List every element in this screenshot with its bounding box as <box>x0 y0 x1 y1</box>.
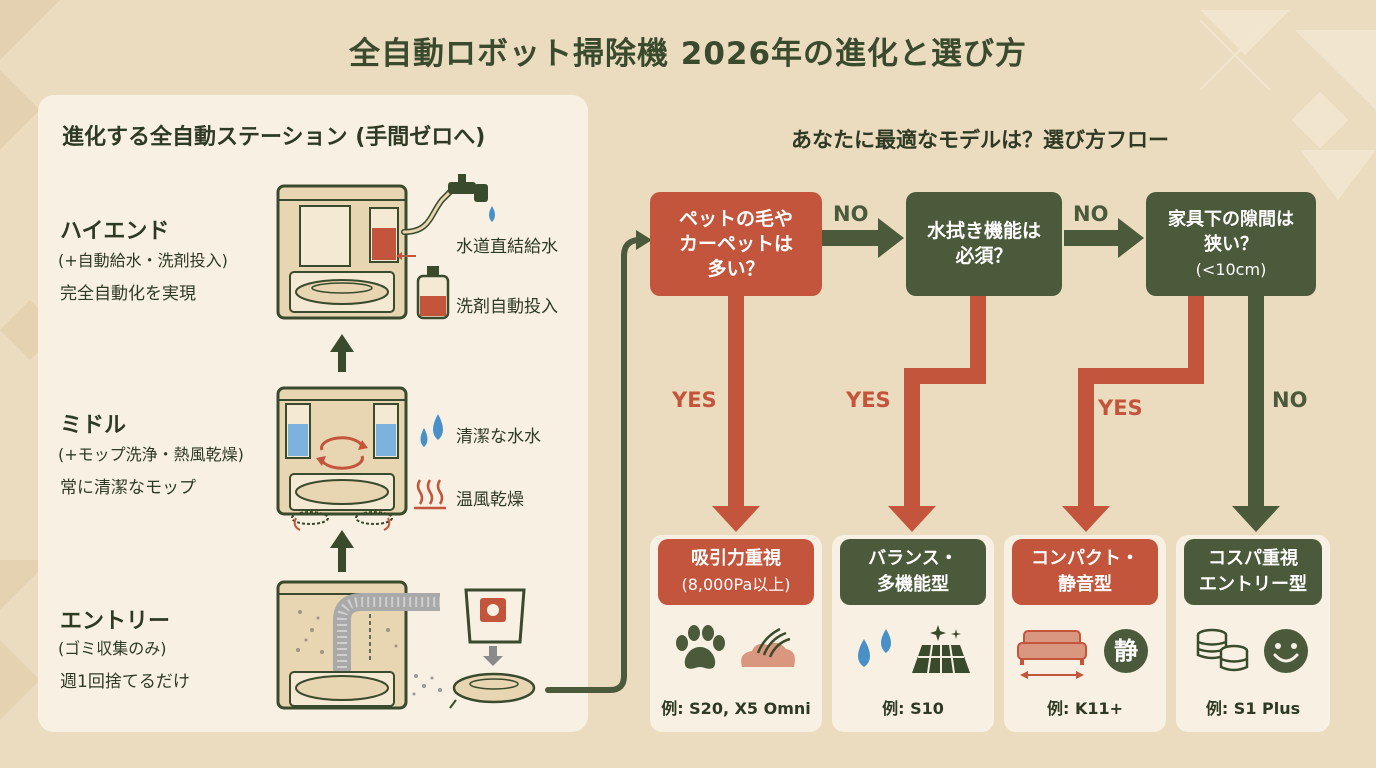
flow-heading: あなたに最適なモデルは？選び方フロー <box>791 128 1169 152</box>
result-heading: コンパクト・ 静音型 <box>1012 539 1158 605</box>
heat-waves-icon <box>414 479 446 510</box>
yes-label-1: YES <box>672 388 717 412</box>
upgrade-arrow-1 <box>330 334 354 372</box>
tier-desc-entry: 週1回捨てるだけ <box>60 672 190 692</box>
yes-arrow-1 <box>712 296 760 532</box>
tier-desc-high-end: 完全自動化を実現 <box>60 284 196 304</box>
no-label-2: NO <box>1073 202 1109 226</box>
panel-heading: 進化する全自動ステーション (手間ゼロへ) <box>62 125 486 150</box>
question-pets-carpet: ペットの毛や カーペットは 多い？ <box>650 192 822 296</box>
result-title: バランス・ <box>868 548 958 569</box>
water-drops-annotation-icon <box>420 414 443 447</box>
result-title-line2: 静音型 <box>1058 574 1112 595</box>
no-arrow-3 <box>1232 296 1280 532</box>
tier-features-middle: (+モップ洗浄・熱風乾燥) <box>58 445 244 464</box>
high-end-station-icon <box>276 184 408 320</box>
dust-bag-icon <box>464 588 526 666</box>
annotation-clean-water: 清潔な水水 <box>456 427 541 447</box>
question-line: ペットの毛や <box>678 207 793 230</box>
question-furniture-gap: 家具下の隙間は 狭い？ (<10cm) <box>1146 192 1316 296</box>
annotation-direct-water: 水道直結給水 <box>456 237 558 257</box>
panel-to-flow-connector <box>545 237 643 693</box>
annotation-warm-dry: 温風乾燥 <box>456 490 524 510</box>
question-line: 狭い？ <box>1204 233 1258 255</box>
result-title: コスパ重視 <box>1208 548 1298 569</box>
result-example: 例: S1 Plus <box>1205 699 1301 718</box>
detergent-bottle-icon <box>396 252 450 320</box>
yes-label-3: YES <box>1098 396 1143 420</box>
question-line: カーペットは <box>678 232 793 255</box>
result-example: 例: S20, X5 Omni <box>661 699 811 718</box>
result-title: コンパクト・ <box>1031 548 1139 569</box>
sofa-icon <box>1017 630 1087 679</box>
no-label-1: NO <box>833 202 869 226</box>
question-line: 必須？ <box>955 245 1013 267</box>
faucet-icon <box>401 174 495 235</box>
quiet-seal-icon: 静 <box>1104 629 1148 673</box>
result-title: 吸引力重視 <box>691 548 781 569</box>
annotation-auto-detergent: 洗剤自動投入 <box>456 297 558 317</box>
coins-icon <box>1196 628 1249 672</box>
yes-label-2: YES <box>846 388 891 412</box>
result-compact-quiet: コンパクト・ 静音型 静 例: K11+ <box>1004 535 1166 732</box>
shiny-floor-icon <box>912 625 970 674</box>
no-arrow-1 <box>822 218 904 258</box>
result-example: 例: K11+ <box>1046 699 1124 718</box>
smiley-icon <box>1264 629 1308 673</box>
yes-arrow-2 <box>904 296 986 510</box>
result-heading: コスパ重視 エントリー型 <box>1184 539 1322 605</box>
page-title: 全自動ロボット掃除機 2026年の進化と選び方 <box>348 36 1028 72</box>
question-line: 家具下の隙間は <box>1168 208 1294 230</box>
tier-desc-middle: 常に清潔なモップ <box>60 478 196 498</box>
no-arrow-2 <box>1064 218 1144 258</box>
hair-icon <box>741 627 795 667</box>
result-example: 例: S10 <box>882 699 944 718</box>
result-heading: 吸引力重視 (8,000Pa以上) <box>658 539 814 605</box>
result-suction-focus: 吸引力重視 (8,000Pa以上) 例: S20, X5 Omni <box>650 535 822 732</box>
no-label-3: NO <box>1272 388 1308 412</box>
robot-vacuum-icon <box>412 672 536 709</box>
tier-features-high-end: (+自動給水・洗剤投入) <box>58 251 228 270</box>
result-title-line2: エントリー型 <box>1199 574 1307 595</box>
tier-name-entry: エントリー <box>60 609 171 634</box>
tier-name-high-end: ハイエンド <box>60 219 170 244</box>
tier-name-middle: ミドル <box>60 413 127 438</box>
yes-arrow-3 <box>1078 296 1204 510</box>
result-subtitle: (8,000Pa以上) <box>681 575 791 594</box>
question-line: 多い？ <box>707 257 765 280</box>
result-cost-performance: コスパ重視 エントリー型 例: S1 Plus <box>1176 535 1330 732</box>
question-line: (<10cm) <box>1195 259 1267 279</box>
tier-features-entry: (ゴミ収集のみ) <box>58 639 167 658</box>
upgrade-arrow-2 <box>330 530 354 572</box>
result-balanced: バランス・ 多機能型 例: S10 <box>832 535 994 732</box>
question-line: 水拭き機能は <box>926 220 1041 242</box>
question-mopping: 水拭き機能は 必須？ <box>906 192 1062 296</box>
result-heading: バランス・ 多機能型 <box>840 539 986 605</box>
result-title-line2: 多機能型 <box>877 574 949 595</box>
paw-icon <box>676 625 725 669</box>
entry-station-icon <box>276 580 440 710</box>
water-drops-icon <box>858 629 891 667</box>
middle-station-icon <box>276 386 408 531</box>
